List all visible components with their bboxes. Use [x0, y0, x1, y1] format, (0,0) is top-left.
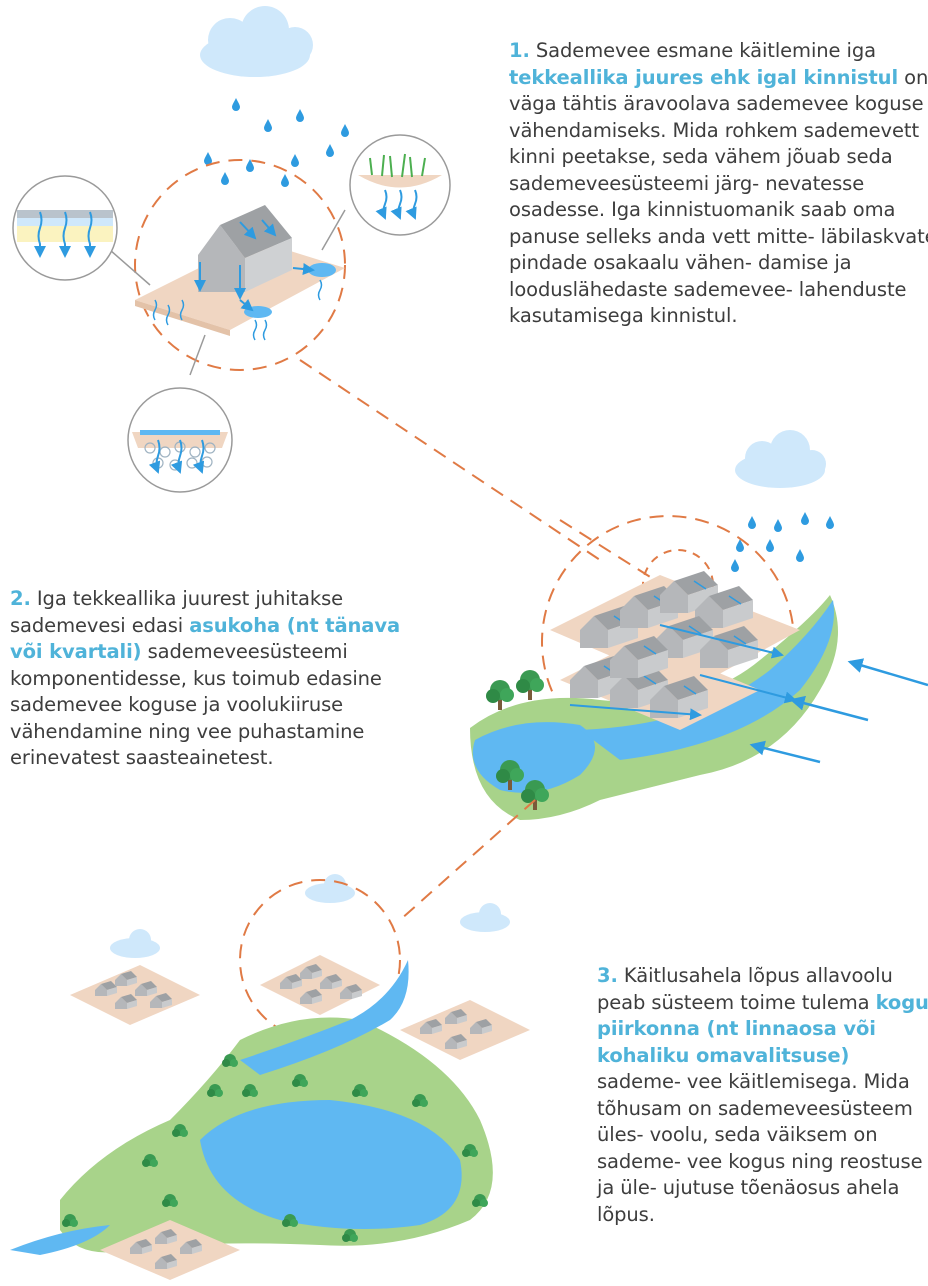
cloud-icon	[305, 874, 355, 903]
highlight: tekkeallika juures ehk igal kinnistul	[509, 65, 899, 89]
house-icon	[194, 205, 292, 300]
text-part: sademe- vee käitlemisega. Mida tõhusam o…	[597, 1070, 923, 1226]
connector-line	[399, 799, 536, 921]
text-part: Käitlusahela lõpus allavoolu peab süstee…	[597, 964, 893, 1014]
cloud-icon	[110, 929, 160, 958]
text-block-3: 3. Käitlusahela lõpus allavoolu peab süs…	[597, 963, 928, 1228]
cloud-icon	[460, 903, 510, 932]
property-scene	[12, 6, 451, 493]
house-cluster	[400, 1000, 530, 1060]
text-block-1: 1. Sademevee esmane käitlemine iga tekke…	[509, 38, 928, 330]
house-cluster	[70, 965, 200, 1025]
rain-drops	[731, 512, 834, 572]
focus-circle	[134, 159, 346, 371]
rain-drops	[204, 98, 349, 187]
infiltration-callout	[127, 387, 233, 493]
house-cluster	[100, 1220, 240, 1280]
step-number: 1.	[509, 39, 530, 62]
text-part: sademeveesüsteemi komponentidesse, kus t…	[10, 640, 382, 769]
connector-line	[299, 359, 601, 561]
text-part: on väga tähtis äravoolava sademevee kogu…	[509, 65, 928, 328]
puddle	[308, 263, 336, 277]
highlight: kogu piirkonna (nt linnaosa või kohaliku…	[597, 990, 928, 1067]
text-part: Sademevee esmane käitlemine iga	[535, 39, 876, 62]
cloud-icon	[735, 430, 826, 488]
cloud-icon	[200, 6, 313, 77]
highlight: asukoha (nt tänava või kvartali)	[10, 613, 401, 664]
district-scene	[10, 874, 530, 1280]
text-part: Iga tekkeallika juurest juhitakse sademe…	[10, 587, 344, 637]
step-number: 3.	[597, 964, 618, 987]
neighbourhood-scene	[470, 430, 928, 820]
lake	[200, 1100, 462, 1229]
step-number: 2.	[10, 587, 31, 610]
house-cluster	[260, 955, 380, 1015]
green-roof-callout	[12, 175, 118, 281]
rain-garden-callout	[349, 134, 451, 236]
stream	[580, 600, 835, 760]
text-block-2: 2. Iga tekkeallika juurest juhitakse sad…	[10, 586, 430, 772]
